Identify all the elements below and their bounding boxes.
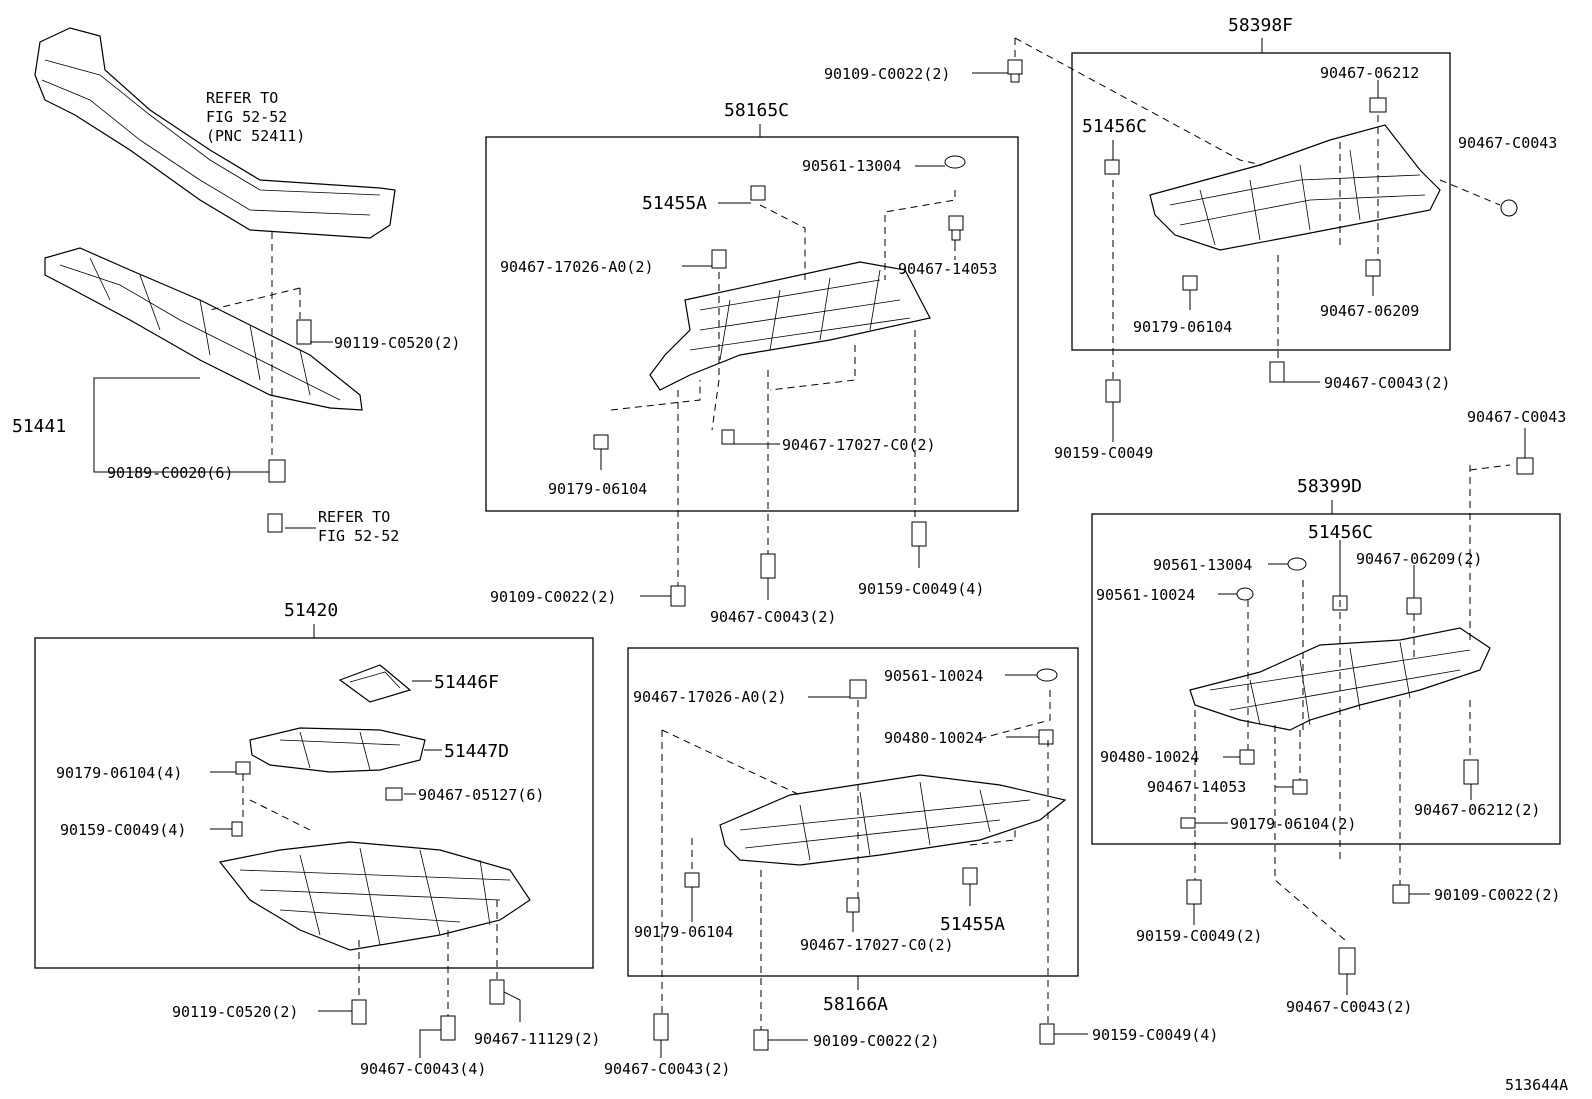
part-51447D-shape <box>249 727 426 773</box>
fastener-label: 90467-06212 <box>1320 64 1419 82</box>
group-box-58165C <box>485 136 1019 512</box>
fastener-label: 90189-C0020(6) <box>107 464 233 482</box>
fastener-label: 90467-14053 <box>898 260 997 278</box>
fastener-label: 90179-06104 <box>634 923 733 941</box>
fastener-label: 90467-17026-A0(2) <box>633 688 787 706</box>
part-label-51455A-bottom: 51455A <box>940 914 1005 935</box>
fastener-label: 90467-C0043 <box>1467 408 1566 426</box>
fastener-label: 90467-17027-C0(2) <box>782 436 936 454</box>
fastener-label: 90561-13004 <box>1153 556 1252 574</box>
fastener-label: 90467-C0043(2) <box>604 1060 730 1078</box>
group-label-58399D: 58399D <box>1297 476 1362 497</box>
bumper-ref-line-2: FIG 52-52 <box>206 108 287 126</box>
fastener-label: 90179-06104 <box>548 480 647 498</box>
leader-lines <box>93 72 1526 1058</box>
fastener-label: 90159-C0049(4) <box>1092 1026 1218 1044</box>
assembly-dashed-lines <box>209 37 1511 1030</box>
part-58166A-shape <box>719 774 1067 866</box>
fastener-label: 90467-06209 <box>1320 302 1419 320</box>
part-51441-shape <box>44 247 363 411</box>
fastener-label: 90480-10024 <box>1100 748 1199 766</box>
part-51446F-shape <box>338 664 412 703</box>
fastener-label: 90109-C0022(2) <box>813 1032 939 1050</box>
fastener-label: 90159-C0049 <box>1054 444 1153 462</box>
fastener-label: 90467-C0043(4) <box>360 1060 486 1078</box>
fastener-label: 90159-C0049(4) <box>858 580 984 598</box>
bottom-ref-line-1: REFER TO <box>318 508 390 526</box>
fastener-label: 90561-13004 <box>802 157 901 175</box>
part-58398F-shape <box>1149 124 1441 251</box>
part-label-51447D: 51447D <box>444 741 509 762</box>
group-box-58399D <box>1091 513 1561 845</box>
part-label-51455A-top: 51455A <box>642 193 707 214</box>
fastener-label: 90467-C0043 <box>1458 134 1557 152</box>
bumper-ref-line-1: REFER TO <box>206 89 278 107</box>
fastener-label: 90159-C0049(4) <box>60 821 186 839</box>
bumper-ref-line-3: (PNC 52411) <box>206 127 305 145</box>
fastener-label: 90467-C0043(2) <box>710 608 836 626</box>
fastener-label: 90467-05127(6) <box>418 786 544 804</box>
fastener-label: 90561-10024 <box>1096 586 1195 604</box>
figure-id: 513644A <box>1505 1076 1568 1094</box>
group-label-51420: 51420 <box>284 600 338 621</box>
fastener-label: 90561-10024 <box>884 667 983 685</box>
fastener-label: 90467-C0043(2) <box>1324 374 1450 392</box>
bottom-ref-line-2: FIG 52-52 <box>318 527 399 545</box>
fastener-label: 90467-17026-A0(2) <box>500 258 654 276</box>
part-51420-shape <box>218 841 531 951</box>
fastener-label: 90179-06104(4) <box>56 764 182 782</box>
group-box-58398F <box>1071 52 1451 351</box>
fastener-label: 90480-10024 <box>884 729 983 747</box>
fastener-label: 90467-06209(2) <box>1356 550 1482 568</box>
group-label-58398F: 58398F <box>1228 15 1293 36</box>
fastener-label: 90467-C0043(2) <box>1286 998 1412 1016</box>
group-label-58166A: 58166A <box>823 994 888 1015</box>
part-58165C-shape <box>649 261 931 391</box>
fastener-label: 90179-06104(2) <box>1230 815 1356 833</box>
part-label-51441: 51441 <box>12 416 66 437</box>
group-label-58165C: 58165C <box>724 100 789 121</box>
fastener-label: 90467-06212(2) <box>1414 801 1540 819</box>
part-label-51456C-top: 51456C <box>1082 116 1147 137</box>
part-label-51456C-bottom: 51456C <box>1308 522 1373 543</box>
fastener-label: 90119-C0520(2) <box>334 334 460 352</box>
group-box-58166A <box>627 647 1079 977</box>
fastener-label: 90109-C0022(2) <box>490 588 616 606</box>
fastener-label: 90179-06104 <box>1133 318 1232 336</box>
fastener-label: 90119-C0520(2) <box>172 1003 298 1021</box>
fastener-label: 90159-C0049(2) <box>1136 927 1262 945</box>
part-label-51446F: 51446F <box>434 672 499 693</box>
fastener-label: 90467-17027-C0(2) <box>800 936 954 954</box>
fastener-label: 90109-C0022(2) <box>1434 886 1560 904</box>
fastener-label: 90467-14053 <box>1147 778 1246 796</box>
front-bumper-part <box>34 27 396 239</box>
fastener-label: 90109-C0022(2) <box>824 65 950 83</box>
fastener-label: 90467-11129(2) <box>474 1030 600 1048</box>
